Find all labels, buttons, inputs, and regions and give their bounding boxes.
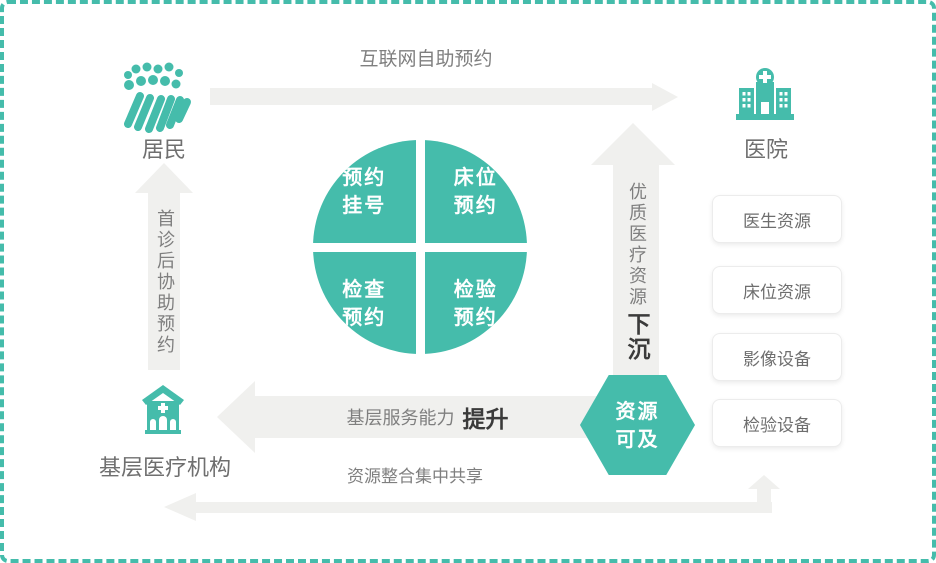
arrowhead-up-icon [591,123,675,165]
service-capacity-arrow: 基层服务能力 提升 [255,396,600,438]
resource-box-label: 检验设备 [743,415,811,436]
arrowhead-left-icon [217,381,255,453]
first-visit-assist-arrow [148,192,180,370]
first-visit-assist-label: 首诊后协助预约 [154,208,175,356]
arrowhead-right-icon [652,83,678,111]
primary-care-label: 基层医疗机构 [98,456,231,481]
internet-booking-arrow [210,88,652,105]
resource-box-label: 医生资源 [743,211,811,232]
internet-booking-label: 互联网自助预约 [359,48,493,70]
resource-box-label: 影像设备 [743,349,811,370]
quality-resources-label: 优质医疗资源 [626,182,647,308]
arrowhead-up-icon [748,475,780,489]
booking-wheel: 预约 挂号 床位 预约 检查 预约 检验 预约 [313,140,527,354]
resource-accessible-hexagon: 资源 可及 [580,375,695,475]
arrowhead-left-icon [164,493,196,521]
residents-label: 居民 [141,138,186,163]
resource-box-bed: 床位资源 [712,266,842,314]
resource-sharing-label: 资源整合集中共享 [347,467,483,487]
service-capacity-emphasis: 提升 [462,407,509,433]
wheel-segment-lab: 检验 预约 [424,251,527,354]
resource-sharing-arrow-stub [757,488,771,506]
resource-sharing-arrow [196,502,772,513]
hospital-label: 医院 [743,138,788,163]
service-capacity-label: 基层服务能力 [346,408,455,429]
hospital-icon [736,68,794,120]
arrowhead-up-icon [135,163,193,193]
wheel-segment-exam: 检查 预约 [313,251,416,354]
quality-resources-label-wrap: 优质医疗资源 下沉 [613,170,659,374]
resource-box-lab: 检验设备 [712,399,842,447]
wheel-segment-bed: 床位 预约 [424,140,527,243]
quality-resources-emphasis: 下沉 [623,312,649,362]
primary-care-clinic-icon [142,385,184,434]
quality-resources-arrow [613,164,659,380]
resource-box-doctor: 医生资源 [712,195,842,243]
wheel-segment-registration: 预约 挂号 [313,140,416,243]
resource-box-imaging: 影像设备 [712,333,842,381]
first-visit-assist-label-wrap: 首诊后协助预约 [148,198,180,366]
resource-box-label: 床位资源 [743,282,811,303]
residents-crowd-icon [124,62,191,133]
